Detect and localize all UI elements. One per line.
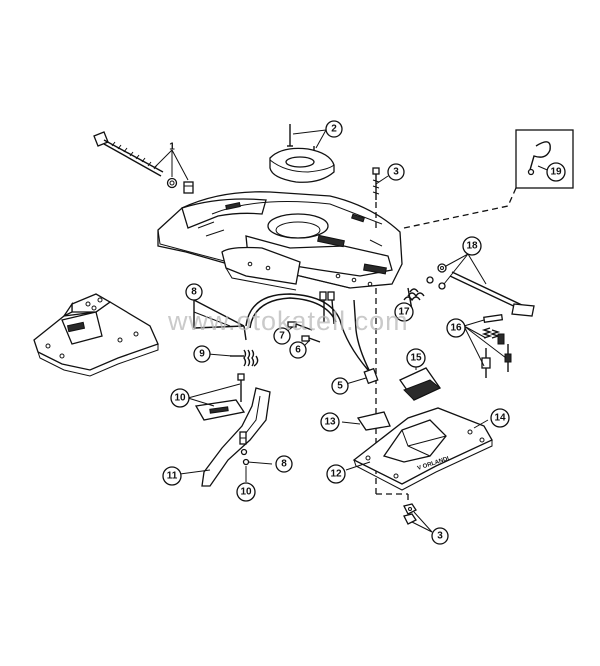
callout-10-bottom: 10 — [236, 482, 256, 502]
callout-10-top-label: 10 — [174, 393, 186, 404]
release-cable — [245, 293, 369, 371]
small-plate-13 — [356, 411, 391, 431]
bolt-assembly-1 — [93, 131, 194, 194]
release-rod-8 — [193, 299, 247, 341]
callout-8-bottom-label: 8 — [281, 459, 287, 470]
callout-14: 14 — [490, 408, 510, 428]
callout-19-label: 19 — [550, 167, 562, 178]
callout-5-label: 5 — [337, 381, 343, 392]
bolt-and-plate-10 — [194, 373, 246, 421]
callout-3-top: 3 — [387, 163, 405, 181]
callout-12-label: 12 — [330, 469, 342, 480]
callout-13-label: 13 — [324, 417, 336, 428]
callout-9: 9 — [193, 345, 211, 363]
spring-9 — [230, 349, 259, 367]
callout-17: 17 — [394, 302, 414, 322]
callout-16-label: 16 — [450, 323, 462, 334]
callout-18: 18 — [462, 236, 482, 256]
kingpin-bolt-3 — [372, 167, 409, 504]
callout-15-label: 15 — [410, 353, 422, 364]
callout-10-top: 10 — [170, 388, 190, 408]
callout-11: 11 — [162, 466, 182, 486]
pins-and-pad-2 — [269, 124, 335, 183]
callout-3-bottom-label: 3 — [437, 531, 443, 542]
callout-3-bottom: 3 — [431, 527, 449, 545]
clip-box-19 — [403, 129, 574, 229]
callout-7: 7 — [273, 327, 291, 345]
left-mounting-bracket — [33, 293, 159, 377]
callout-8-bottom: 8 — [275, 455, 293, 473]
callout-8-top-label: 8 — [191, 287, 197, 298]
fifth-wheel-top-plate — [157, 191, 403, 291]
callout-1-label: 1 — [169, 142, 175, 153]
sensor-5 — [319, 291, 379, 385]
callout-9-label: 9 — [199, 349, 205, 360]
callout-6: 6 — [289, 341, 307, 359]
callout-7-label: 7 — [279, 331, 285, 342]
callout-5: 5 — [331, 377, 349, 395]
callout-11-label: 11 — [167, 471, 178, 482]
callout-13: 13 — [320, 412, 340, 432]
release-handle-18 — [437, 253, 535, 317]
callout-1: 1 — [169, 142, 175, 153]
callout-17-label: 17 — [398, 307, 410, 318]
springs-pins-16 — [481, 314, 512, 378]
callout-3-top-label: 3 — [393, 167, 399, 178]
callout-10-bottom-label: 10 — [240, 487, 252, 498]
callout-6-label: 6 — [295, 345, 301, 356]
callout-19: 19 — [546, 162, 566, 182]
watermark-text: www.otokatell.com — [167, 306, 409, 336]
nuts-3 — [403, 503, 417, 525]
lever-arm-11 — [201, 387, 271, 487]
callout-18-label: 18 — [466, 241, 478, 252]
callout-14-label: 14 — [494, 413, 506, 424]
callout-2: 2 — [325, 120, 343, 138]
callout-15: 15 — [406, 348, 426, 368]
callout-2-label: 2 — [331, 124, 337, 135]
callout-8-top: 8 — [185, 283, 203, 301]
wedge-block-15 — [399, 367, 441, 401]
callout-16: 16 — [446, 318, 466, 338]
small-bolts-6-7 — [287, 321, 321, 343]
callout-12: 12 — [326, 464, 346, 484]
